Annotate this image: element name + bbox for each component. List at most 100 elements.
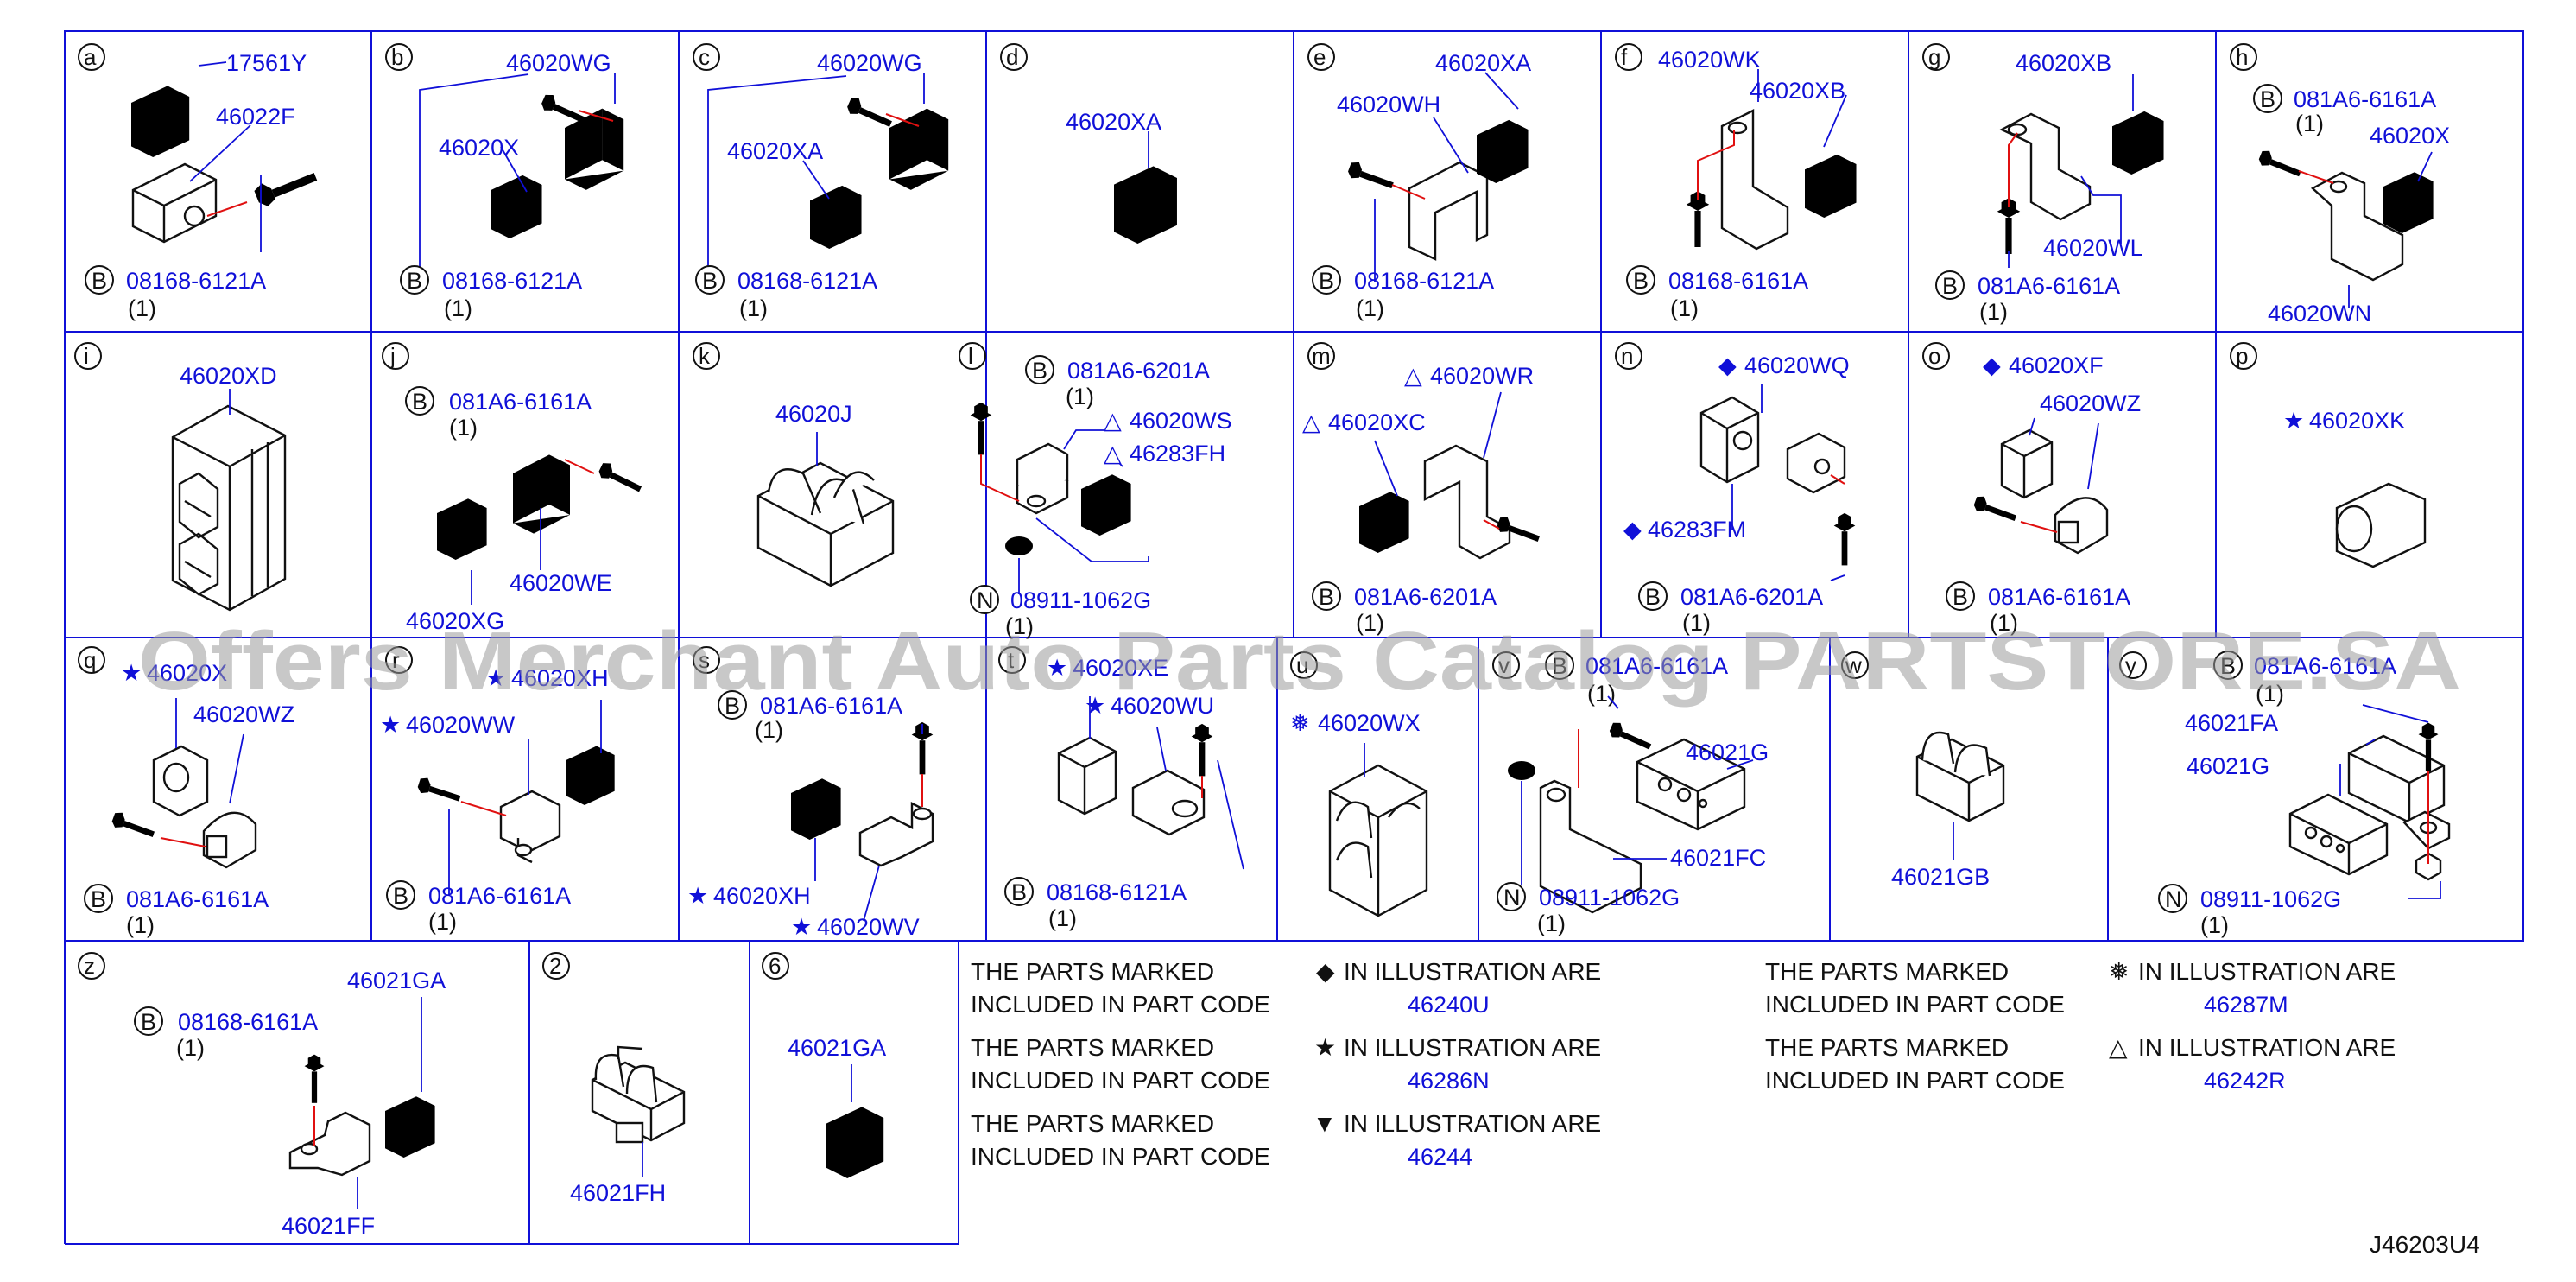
part-number[interactable]: 46020WZ: [2040, 390, 2141, 416]
part-number[interactable]: 46020XA: [1066, 109, 1161, 135]
part-number[interactable]: 46283FM: [1648, 517, 1746, 543]
part-bracket-illustration[interactable]: [288, 1054, 435, 1177]
note-code[interactable]: 46242R: [2204, 1068, 2286, 1094]
part-number[interactable]: 46021GA: [788, 1035, 886, 1061]
part-number[interactable]: 08168-6121A: [737, 268, 877, 294]
part-clip-illustration[interactable]: [1057, 723, 1213, 836]
note-code[interactable]: 46244: [1408, 1144, 1472, 1170]
part-number[interactable]: 46021GA: [347, 968, 446, 993]
part-number[interactable]: 46021G: [2187, 753, 2269, 779]
part-number[interactable]: 08911-1062G: [1539, 885, 1680, 911]
part-number[interactable]: 46020WW: [406, 712, 516, 738]
part-clip-illustration[interactable]: [1972, 428, 2109, 555]
note-code[interactable]: 46240U: [1408, 992, 1490, 1018]
part-number[interactable]: 081A6-6161A: [2254, 653, 2396, 679]
part-grommet-illustration[interactable]: [826, 1107, 884, 1178]
part-grommet-illustration[interactable]: [1699, 396, 1856, 566]
part-clip-illustration[interactable]: [110, 745, 257, 869]
part-number[interactable]: 46020WG: [817, 50, 922, 76]
part-number[interactable]: 46020WZ: [193, 701, 294, 727]
part-bracket-illustration[interactable]: [791, 721, 934, 867]
part-number[interactable]: 081A6-6161A: [2294, 86, 2436, 112]
part-bracket-illustration[interactable]: [491, 92, 624, 238]
part-number[interactable]: 46020J: [775, 401, 852, 427]
part-grommet-illustration[interactable]: [1114, 166, 1177, 244]
part-number[interactable]: 08168-6161A: [178, 1009, 318, 1035]
part-number[interactable]: 46020WE: [510, 570, 612, 596]
part-clip-illustration[interactable]: [756, 461, 895, 587]
note-code[interactable]: 46286N: [1408, 1068, 1490, 1094]
b-marker: B: [92, 268, 107, 294]
part-number[interactable]: 08911-1062G: [1010, 587, 1151, 613]
part-number[interactable]: 46021FH: [570, 1180, 666, 1206]
part-clip-illustration[interactable]: [1328, 764, 1428, 917]
part-bracket-illustration[interactable]: [2288, 722, 2451, 881]
part-number[interactable]: 46020WX: [1318, 710, 1421, 736]
part-number[interactable]: 46020WV: [817, 914, 920, 940]
part-number[interactable]: 46020WN: [2268, 301, 2371, 327]
part-number[interactable]: 46020XC: [1328, 409, 1426, 435]
part-bracket-illustration[interactable]: [810, 95, 949, 249]
part-number[interactable]: 081A6-6161A: [1585, 653, 1728, 679]
part-number[interactable]: 46020X: [147, 660, 227, 686]
part-number[interactable]: 081A6-6201A: [1354, 584, 1497, 610]
part-number[interactable]: 081A6-6161A: [126, 886, 269, 912]
part-number[interactable]: 08168-6121A: [1354, 268, 1494, 294]
part-number[interactable]: 46020XK: [2309, 408, 2405, 434]
part-number[interactable]: 081A6-6161A: [449, 389, 592, 415]
part-number[interactable]: 081A6-6161A: [1988, 584, 2130, 610]
part-bracket-illustration[interactable]: [2256, 148, 2434, 282]
b-marker: B: [2260, 86, 2275, 112]
part-number[interactable]: 46020WU: [1111, 693, 1214, 719]
note-code[interactable]: 46287M: [2204, 992, 2288, 1018]
part-number[interactable]: 46021FF: [282, 1213, 375, 1239]
part-number[interactable]: 081A6-6201A: [1067, 358, 1210, 384]
part-number[interactable]: 46020XA: [1435, 50, 1531, 76]
part-number[interactable]: 46020XD: [180, 363, 277, 389]
part-number[interactable]: 081A6-6161A: [760, 693, 902, 719]
part-number[interactable]: 081A6-6201A: [1680, 584, 1823, 610]
part-bracket-illustration[interactable]: [1345, 119, 1529, 261]
part-clip-illustration[interactable]: [171, 404, 287, 612]
part-number[interactable]: 46020X: [439, 135, 519, 161]
part-number[interactable]: 46021FA: [2185, 710, 2278, 736]
part-number[interactable]: 46020XH: [713, 883, 811, 909]
part-bracket-illustration[interactable]: [1359, 444, 1542, 560]
part-number[interactable]: 46283FH: [1130, 441, 1225, 466]
part-number[interactable]: 46020XB: [1750, 78, 1845, 104]
part-number[interactable]: 46020X: [2370, 123, 2450, 149]
part-number[interactable]: 46020XG: [406, 608, 504, 634]
part-bracket-illustration[interactable]: [1508, 720, 1746, 914]
part-number[interactable]: 08168-6161A: [1668, 268, 1808, 294]
part-bracket-illustration[interactable]: [1997, 111, 2164, 254]
part-number[interactable]: 08168-6121A: [1047, 879, 1187, 905]
part-number[interactable]: 46020XA: [727, 138, 823, 164]
part-clip-illustration[interactable]: [591, 1045, 686, 1144]
part-number[interactable]: 08168-6121A: [442, 268, 582, 294]
part-number[interactable]: 08911-1062G: [2200, 886, 2341, 912]
part-number[interactable]: 17561Y: [226, 50, 307, 76]
part-grommet-illustration[interactable]: [131, 86, 320, 244]
part-number[interactable]: 46021GB: [1891, 864, 1990, 890]
part-grommet-illustration[interactable]: [2335, 482, 2427, 568]
part-number[interactable]: 46021FC: [1670, 845, 1766, 871]
part-number[interactable]: 46020WQ: [1744, 352, 1850, 378]
part-clip-illustration[interactable]: [1915, 731, 2005, 822]
part-number[interactable]: 08168-6121A: [126, 268, 266, 294]
part-number[interactable]: 46020WK: [1658, 47, 1761, 73]
part-number[interactable]: 46020WL: [2043, 235, 2143, 261]
part-bracket-illustration[interactable]: [970, 402, 1131, 555]
part-number[interactable]: 46020XH: [511, 665, 609, 691]
part-bracket-illustration[interactable]: [415, 746, 615, 864]
part-number[interactable]: 46020WH: [1337, 92, 1440, 117]
part-number[interactable]: 46020XF: [2009, 352, 2104, 378]
part-number[interactable]: 46020WG: [506, 50, 611, 76]
part-number[interactable]: 46020XE: [1073, 655, 1168, 681]
part-number[interactable]: 46020XB: [2016, 50, 2111, 76]
part-number[interactable]: 46021G: [1686, 739, 1769, 765]
part-number[interactable]: 46022F: [216, 104, 295, 130]
part-number[interactable]: 081A6-6161A: [1978, 273, 2120, 299]
part-number[interactable]: 46020WS: [1130, 408, 1232, 434]
part-number[interactable]: 081A6-6161A: [428, 883, 571, 909]
part-number[interactable]: 46020WR: [1430, 363, 1534, 389]
